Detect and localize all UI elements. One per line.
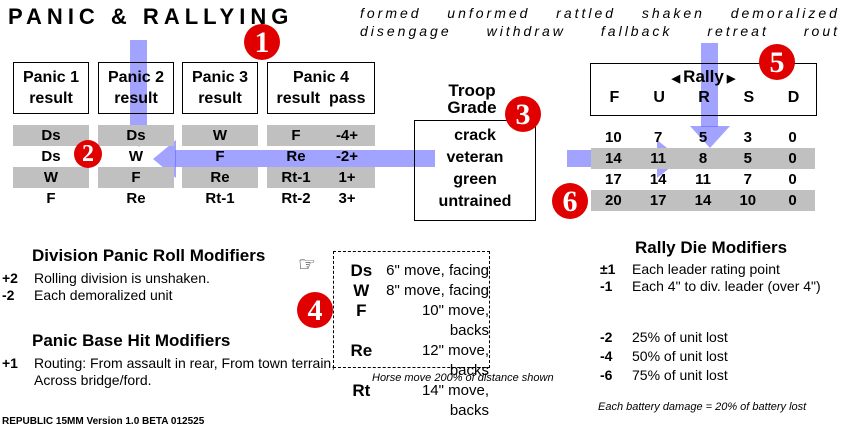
pass-cell: 3+ [338,190,356,207]
column-header: U [653,89,665,106]
result-cell: F [46,190,56,207]
result-cell: F [98,167,174,188]
pass-cell: 1+ [338,169,356,186]
battery-note: Each battery damage = 20% of battery los… [598,401,807,413]
modifier-text: Across bridge/ford. [34,372,152,388]
page-title: PANIC & RALLYING [8,4,294,29]
column-header: F [609,89,620,106]
result: retreat [707,23,769,39]
column-header: R [698,89,710,106]
result: fallback [600,23,673,39]
result-cell: Ds [13,125,89,146]
rally-title: Rally [683,67,724,86]
result-cell: Rt-2 [281,190,311,207]
footer: REPUBLIC 15MM Version 1.0 BETA 012525 [2,416,205,427]
result-cell: Ds [98,125,174,146]
down-arrow-icon [130,40,147,125]
result-cell: Rt-1 [205,190,235,207]
marker-4: 4 [297,292,333,328]
state: formed [360,5,422,21]
rally-die-heading: Rally Die Modifiers [635,238,788,257]
result: rout [803,23,840,39]
state: rattled [556,5,617,21]
state: demoralized [730,5,840,21]
result-cell: Re [182,167,258,188]
arrow-head [690,126,730,148]
result-cell: Ds [41,148,61,165]
left-arrow-icon [175,150,435,167]
grade: untrained [438,193,512,210]
pointing-hand-icon: ☞ [298,254,316,276]
grade: veteran [446,149,504,166]
grade: crack [454,127,496,144]
marker-5: 5 [759,44,795,80]
panic-4-column: F -4+ Re -2+ Rt-1 1+ Rt-2 3+ [267,125,375,209]
result-cell: F [215,148,225,165]
marker-2: 2 [74,140,102,168]
pass-cell: -2+ [335,148,359,165]
result-cell: Rt-1 [281,169,311,186]
column-header: S [743,89,755,106]
state: unformed [447,5,531,21]
marker-1: 1 [244,24,280,60]
panic-3-column: W F Re Rt-1 [182,125,258,209]
troop-grade-box: crack veteran green untrained [414,120,536,221]
division-panic-heading: Division Panic Roll Modifiers [32,246,266,265]
pass-cell: -4+ [335,127,359,144]
result-cell: W [182,125,258,146]
unit-states-line: formed unformed rattled shaken demoralized [360,5,840,21]
marker-6: 6 [552,183,588,219]
result-cell: W [13,167,89,188]
column-header: D [787,89,800,106]
down-arrow-icon [701,43,718,127]
panic-2-column: Ds W F Re [98,125,174,209]
state: shaken [641,5,705,21]
result-cell: W [128,148,144,165]
result: disengage [360,23,452,39]
grade: green [453,171,497,188]
right-arrow-icon: ▶ [723,73,736,85]
moves-note: Horse move 200% of distance shown [372,372,554,384]
left-arrow-icon: ◀ [671,73,684,85]
panic-1-column: Ds Ds W F [13,125,89,209]
panic-results-line: disengage withdraw fallback retreat rout [360,23,840,39]
marker-3: 3 [505,96,541,132]
result-cell: Re [126,190,146,207]
rally-header: ◀ Rally ▶ F U R S D [590,63,817,116]
result-cell: Re [286,148,306,165]
result: withdraw [486,23,566,39]
result-cell: F [291,127,301,144]
panic-base-heading: Panic Base Hit Modifiers [32,331,231,350]
